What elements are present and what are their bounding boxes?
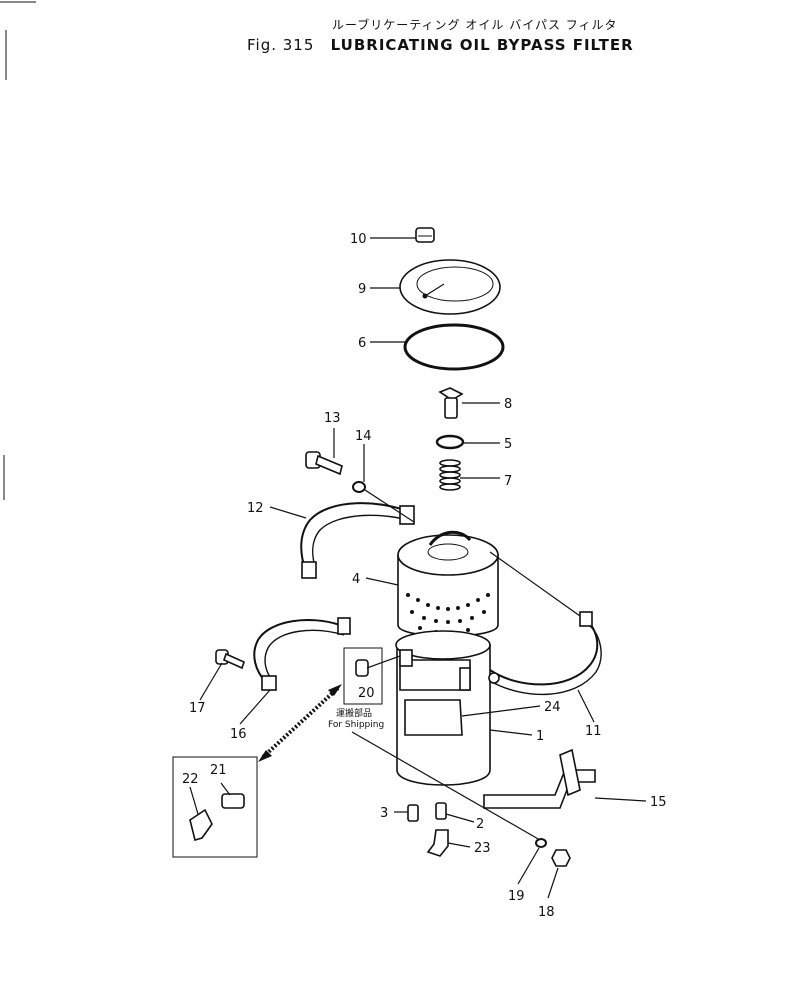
figure-number: Fig. 315	[247, 36, 315, 54]
callout-21: 21	[210, 763, 227, 778]
part-17-bolt	[215, 649, 245, 670]
part-8-valve	[438, 387, 464, 419]
registration-marks	[0, 1, 36, 500]
callout-6: 6	[358, 336, 366, 351]
part-23-elbow	[426, 829, 449, 857]
part-3-plug	[407, 804, 419, 822]
callout-24: 24	[544, 700, 561, 715]
figure-title-text: LUBRICATING OIL BYPASS FILTER	[330, 36, 634, 54]
shipping-note-en: For Shipping	[328, 720, 384, 730]
part-12-band	[300, 502, 415, 579]
callout-18: 18	[538, 905, 555, 920]
leader-lines	[189, 237, 647, 899]
part-9-cover	[399, 259, 501, 315]
callout-23: 23	[474, 841, 491, 856]
callout-7: 7	[504, 474, 512, 489]
callout-labels: 10 9 6 8 5 7 13 14 12 4 24 1 11 16 17 20…	[182, 232, 667, 920]
callout-9: 9	[358, 282, 366, 297]
callout-22: 22	[182, 772, 199, 787]
callout-19: 19	[508, 889, 525, 904]
callout-8: 8	[504, 397, 512, 412]
shipping-note-jp: 運搬部品	[336, 707, 372, 719]
callout-20: 20	[358, 686, 375, 701]
figure-title: Fig. 315 LUBRICATING OIL BYPASS FILTER	[247, 36, 634, 54]
callout-12: 12	[247, 501, 264, 516]
part-4-element	[397, 530, 499, 638]
callout-13: 13	[324, 411, 341, 426]
callout-4: 4	[352, 572, 360, 587]
shipping-box-21-22	[172, 756, 258, 858]
callout-2: 2	[476, 817, 484, 832]
part-18-nut	[551, 849, 571, 867]
case-clamp	[399, 649, 471, 691]
part-14-washer	[352, 481, 366, 493]
callout-17: 17	[189, 701, 206, 716]
part-10-plug	[415, 227, 435, 243]
callout-11: 11	[585, 724, 602, 739]
part-6-o-ring	[403, 323, 505, 371]
part-11-band	[488, 611, 602, 696]
callout-1: 1	[536, 729, 544, 744]
part-15-bracket	[483, 748, 596, 809]
part-19-washer	[535, 838, 547, 848]
callout-10: 10	[350, 232, 367, 247]
shipping-arrow	[258, 684, 342, 762]
part-13-bolt	[305, 451, 343, 476]
callout-15: 15	[650, 795, 667, 810]
part-2-plug	[435, 802, 447, 820]
part-7-spring	[439, 459, 461, 491]
part-5-o-ring	[435, 434, 465, 450]
callout-14: 14	[355, 429, 372, 444]
title-japanese: ルーブリケーティング オイル バイパス フィルタ	[332, 18, 618, 32]
callout-16: 16	[230, 727, 247, 742]
part-16-band	[253, 617, 351, 691]
callout-3: 3	[380, 806, 388, 821]
callout-5: 5	[504, 437, 512, 452]
